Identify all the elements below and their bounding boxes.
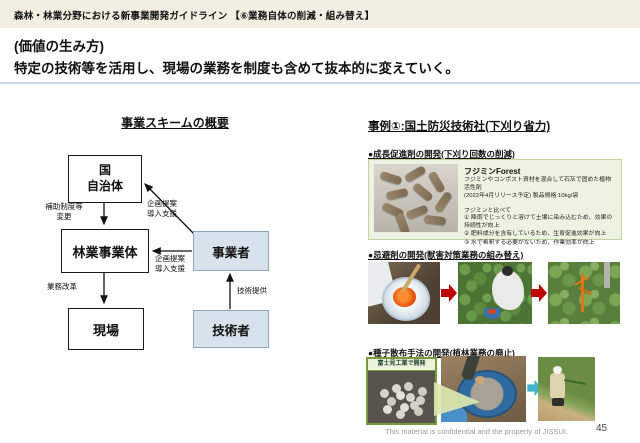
page-number: 45: [596, 423, 608, 434]
label-subsidy-change: 補助制度等 変更: [45, 202, 83, 222]
case-title: 事例①:国土防災技術社(下刈り省力): [368, 121, 551, 133]
section-seeding-label: ●種子散布手法の開発(植林業務の廃止): [368, 348, 515, 358]
section-repellent-label: ●忌避剤の開発(獣害対策業務の組み替え): [368, 250, 524, 260]
box-forestry-operator: 林業事業体: [61, 229, 149, 273]
product-name: フジミンForest: [464, 167, 521, 176]
product-desc1: フジミンやコンポスト資材を混合して石灰で固めた植物活性剤: [464, 177, 612, 191]
teal-arrow-icon: [527, 379, 542, 397]
box-government: 国 自治体: [68, 155, 142, 203]
box-business-operator: 事業者: [193, 231, 269, 271]
guideline-title: 森林・林業分野における新事業開発ガイドライン 【⑥業務自体の削減・組み替え】: [14, 11, 375, 22]
red-arrow-icon: [531, 284, 547, 302]
divider-line: [0, 82, 640, 84]
section-growth-agent-label: ●成長促進剤の開発(下刈り回数の削減): [368, 149, 515, 159]
box-worksite: 現場: [68, 308, 144, 350]
heading-line1: (価値の生み方): [14, 39, 104, 54]
product-description: フジミンForest フジミンやコンポスト資材を混合して石灰で固めた植物活性剤 …: [464, 166, 616, 247]
repellent-apply-photo: [458, 262, 532, 324]
seed-spraying-photo: [538, 357, 595, 421]
seed-pellets: [396, 391, 405, 400]
top-banner: [0, 0, 640, 28]
label-work-reform: 業務改革: [47, 282, 77, 291]
product-desc2: (2022年4月リリース予定) 製品規格:10kg/袋: [464, 192, 579, 199]
treated-seedling-photo: [548, 262, 620, 324]
repellent-mix-photo: [368, 262, 440, 324]
seed-pellet-label: 富士見工業で開発: [368, 359, 435, 371]
confidential-note: This material is confidential and the pr…: [385, 427, 569, 436]
seed-mixing-photo: [441, 356, 526, 422]
product-point1: ① 降雨でじっくりと溶けて土壌に染み込むため、効果の持続性が向上: [464, 214, 613, 230]
diagram-title: 事業スキームの概要: [121, 116, 229, 130]
label-proposal-support-top: 企画提案 導入支援: [147, 199, 177, 219]
label-proposal-support-mid: 企画提案 導入支援: [155, 254, 185, 274]
slide-heading: (価値の生み方) 特定の技術等を活用し、現場の業務を制度も含めて抜本的に変えてい…: [14, 36, 626, 79]
product-point2: ② 肥料成分を含有しているため、生育促進効果が向上: [464, 231, 607, 238]
growth-agent-pellets-photo: [374, 164, 458, 232]
product-compare: フジミンと比べて: [464, 207, 511, 214]
seed-pellets-callout: 富士見工業で開発: [366, 357, 437, 425]
box-engineer: 技術者: [193, 310, 269, 348]
heading-line2: 特定の技術等を活用し、現場の業務を制度も含めて抜本的に変えていく。: [14, 60, 459, 76]
product-point3: ③ 水で希釈する必要がないため、作業効率が向上: [464, 239, 595, 246]
red-arrow-icon: [441, 284, 457, 302]
label-tech-provision: 技術提供: [237, 286, 267, 295]
